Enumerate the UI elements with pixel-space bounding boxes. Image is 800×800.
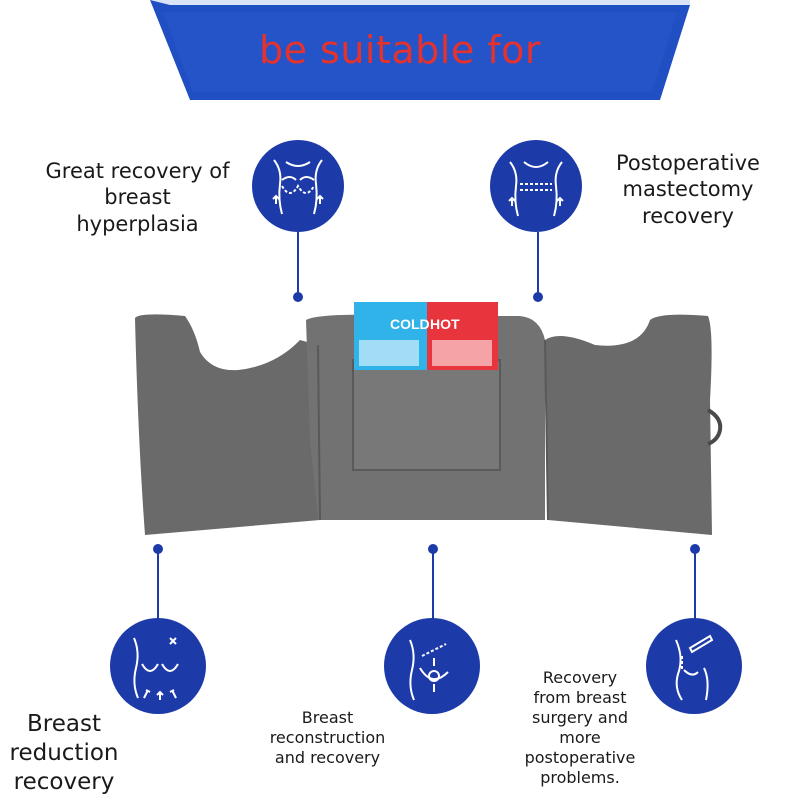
cold-pack-label: COLD [390,316,430,332]
use-label-breast-hyperplasia: Great recovery of breast hyperplasia [45,159,230,236]
use-label-mastectomy-recovery: Postoperative mastectomy recovery [616,151,760,228]
breast-reconstruction-icon [384,618,480,714]
connector-line [537,232,539,294]
title-banner [150,0,690,100]
connector-dot [428,544,438,554]
connector-dot [153,544,163,554]
connector-line [157,552,159,622]
use-label-surgery-recovery: Recovery from breast surgery and more po… [524,668,636,787]
connector-dot [293,292,303,302]
banner-title: be suitable for [258,28,542,72]
connector-line [432,552,434,622]
surgery-recovery-icon [646,618,742,714]
breast-hyperplasia-icon [252,140,344,232]
connector-dot [533,292,543,302]
mastectomy-recovery-icon [490,140,582,232]
use-label-breast-reduction: Breast reduction recovery [9,711,119,795]
cold-hot-pack [354,302,498,370]
connector-line [297,232,299,294]
hot-pack-label: HOT [430,316,460,332]
breast-reduction-icon [110,618,206,714]
connector-dot [690,544,700,554]
use-label-breast-reconstruction: Breast reconstruction and recovery [269,708,386,767]
connector-line [694,552,696,622]
